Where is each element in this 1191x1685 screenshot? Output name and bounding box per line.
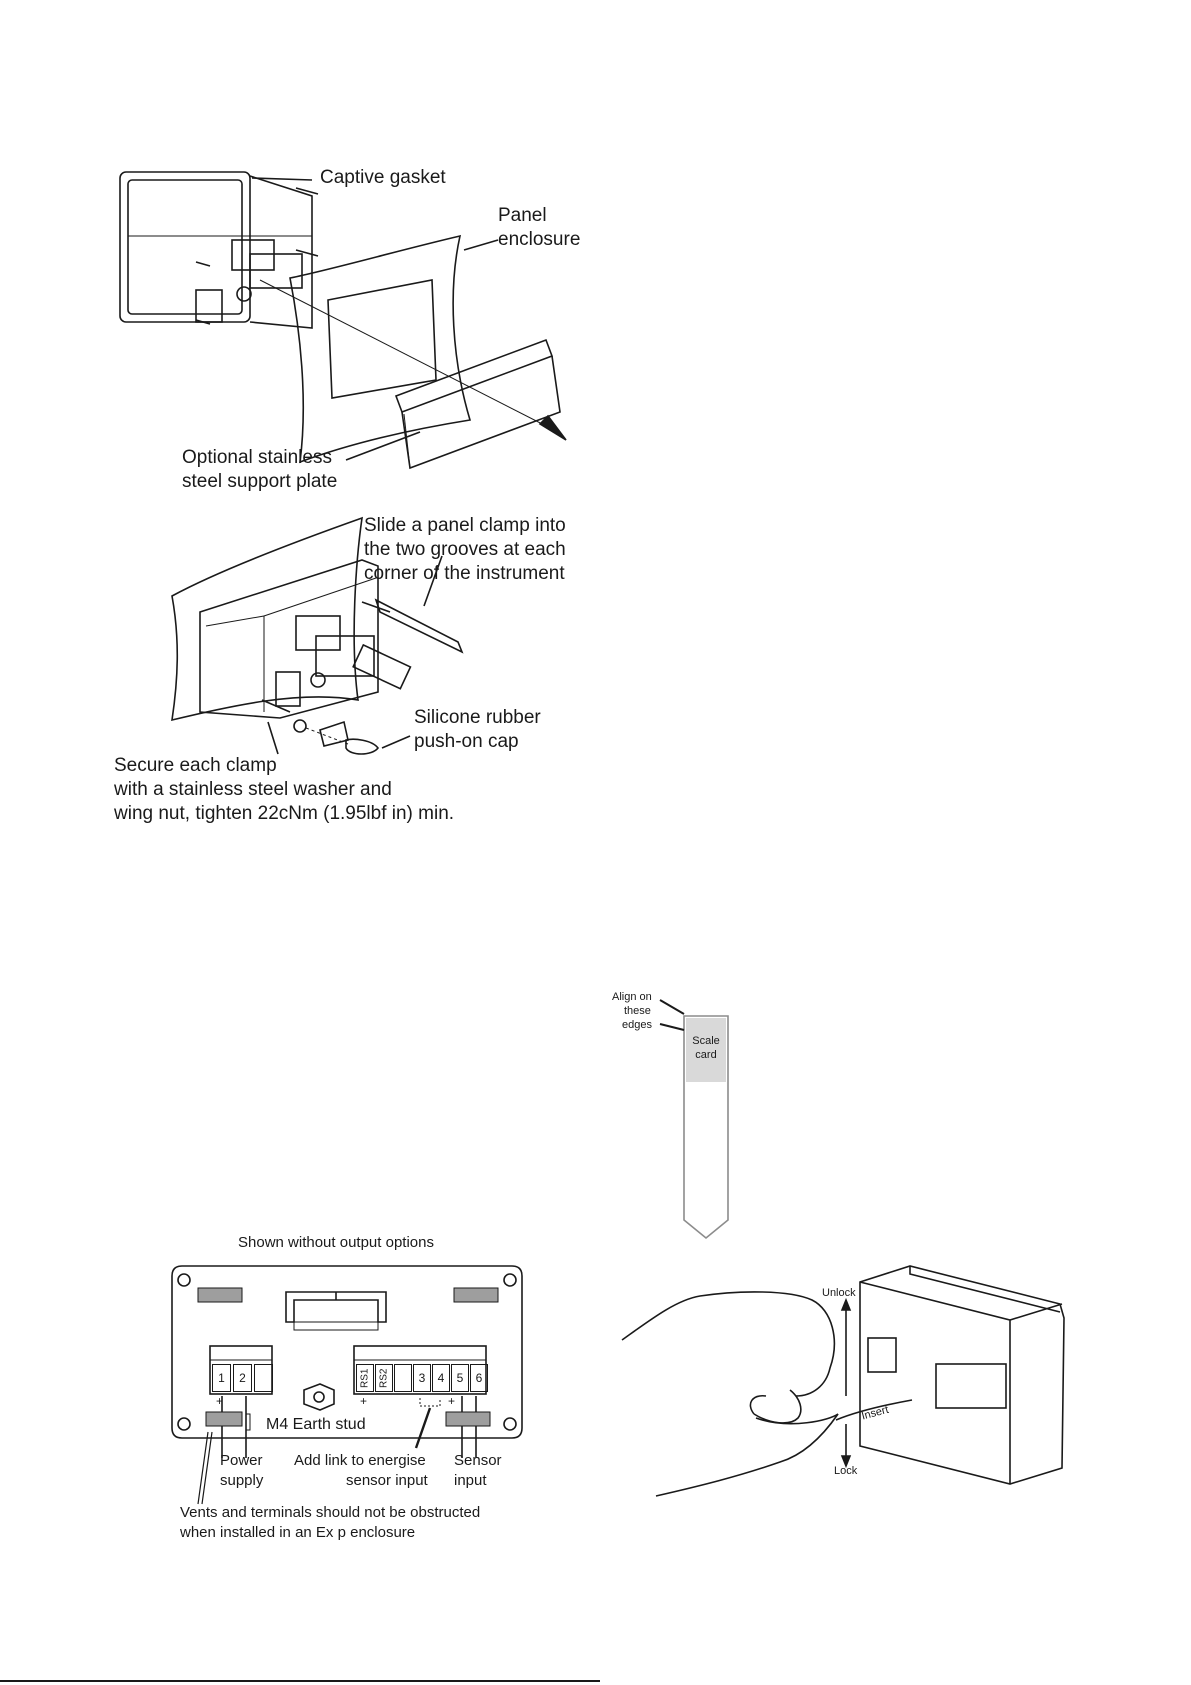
label-secure-clamp-1: Secure each clamp — [114, 755, 277, 776]
label-captive-gasket: Captive gasket — [320, 167, 446, 188]
label-power-2: supply — [220, 1472, 264, 1489]
label-slide-clamp-3: corner of the instrument — [364, 563, 565, 584]
label-secure-clamp-2: with a stainless steel washer and — [114, 779, 392, 800]
terminal-2: 2 — [233, 1364, 252, 1392]
left-terminal-block: 1 2 — [212, 1364, 273, 1392]
label-align-1: Align on — [612, 991, 652, 1003]
label-rubber-cap-2: push-on cap — [414, 731, 519, 752]
terminal-6: 6 — [470, 1364, 488, 1392]
terminal-blank — [394, 1364, 412, 1392]
label-support-plate-1: Optional stainless — [182, 447, 332, 468]
label-add-link-1: Add link to energise — [294, 1452, 426, 1469]
label-sensor-1: Sensor — [454, 1452, 502, 1469]
plus-sensor: + — [448, 1394, 456, 1408]
label-panel-enclosure-1: Panel — [498, 205, 547, 226]
label-earth-stud: M4 Earth stud — [266, 1416, 366, 1433]
label-scale-card-2: card — [695, 1049, 717, 1061]
label-vents-2: when installed in an Ex p enclosure — [180, 1524, 416, 1541]
label-vents-1: Vents and terminals should not be obstru… — [180, 1504, 481, 1521]
label-secure-clamp-3: wing nut, tighten 22cNm (1.95lbf in) min… — [114, 803, 455, 824]
terminal-3-blank — [254, 1364, 273, 1392]
label-scale-card-1: Scale — [692, 1035, 720, 1047]
label-rubber-cap-1: Silicone rubber — [414, 707, 541, 728]
label-slide-clamp-2: the two grooves at each — [364, 539, 566, 560]
terminal-3: 3 — [413, 1364, 431, 1392]
label-add-link-2: sensor input — [346, 1472, 428, 1489]
label-sensor-2: input — [454, 1472, 487, 1489]
label-lock: Lock — [834, 1465, 858, 1477]
terminal-4: 4 — [432, 1364, 450, 1392]
label-support-plate-2: steel support plate — [182, 471, 338, 492]
plus-power: + — [216, 1394, 224, 1408]
label-align-2: these — [624, 1005, 651, 1017]
footer-rule — [0, 1680, 600, 1682]
terminal-caption: Shown without output options — [238, 1234, 434, 1251]
plus-rs: + — [360, 1394, 368, 1408]
terminal-1: 1 — [212, 1364, 231, 1392]
label-unlock: Unlock — [822, 1287, 856, 1299]
label-power-1: Power — [220, 1452, 263, 1469]
right-terminal-block: RS1 RS2 3 4 5 6 — [356, 1364, 488, 1392]
terminal-5: 5 — [451, 1364, 469, 1392]
label-align-3: edges — [622, 1019, 652, 1031]
label-panel-enclosure-2: enclosure — [498, 229, 581, 250]
label-slide-clamp-1: Slide a panel clamp into — [364, 515, 566, 536]
